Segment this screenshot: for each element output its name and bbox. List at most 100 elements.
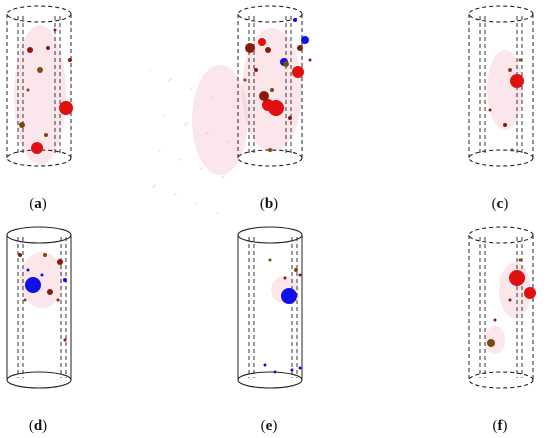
- stray-dot-33: [200, 168, 202, 170]
- particle-c-0: [510, 74, 524, 88]
- stray-dot-28: [195, 203, 197, 205]
- stray-dot-15: [164, 114, 166, 116]
- particle-e-5: [273, 370, 277, 374]
- stray-dot-38: [205, 133, 207, 135]
- particle-b-8: [262, 99, 274, 111]
- particle-a-9: [26, 88, 30, 92]
- particle-f-3: [508, 298, 512, 302]
- particle-e-0: [281, 288, 297, 304]
- particle-a-5: [31, 142, 43, 154]
- particle-b-11: [254, 68, 258, 72]
- caption-a: (a): [29, 196, 47, 212]
- particle-d-7: [40, 273, 44, 277]
- particle-d-1: [57, 259, 63, 265]
- stray-dot-4: [207, 131, 209, 133]
- stray-dot-17: [238, 70, 240, 72]
- particle-e-3: [298, 273, 302, 277]
- particle-d-4: [43, 253, 47, 257]
- particle-a-4: [19, 122, 25, 128]
- stray-dot-25: [174, 194, 176, 196]
- particle-b-2: [265, 47, 271, 53]
- stray-dot-39: [152, 186, 154, 188]
- particle-d-0: [25, 277, 41, 293]
- stray-dot-18: [185, 123, 187, 125]
- stray-dot-19: [222, 176, 224, 178]
- particle-d-5: [63, 278, 67, 282]
- particle-b-13: [293, 18, 297, 22]
- particle-e-2: [283, 276, 287, 280]
- particle-b-0: [245, 43, 255, 53]
- caption-e: (e): [260, 418, 278, 434]
- stray-dot-10: [159, 149, 161, 151]
- particle-f-1: [524, 287, 536, 299]
- stray-dot-2: [223, 175, 225, 177]
- stray-dot-26: [211, 97, 213, 99]
- particle-d-8: [56, 298, 60, 302]
- top-cap-d: [6, 226, 72, 244]
- particle-e-1: [294, 268, 298, 272]
- particle-e-7: [263, 363, 267, 367]
- stray-dot-32: [163, 115, 165, 117]
- stray-dot-1: [186, 122, 188, 124]
- stray-dot-31: [216, 212, 218, 214]
- stray-dot-27: [158, 150, 160, 152]
- particle-c-1: [508, 68, 512, 72]
- particle-a-2: [37, 67, 43, 73]
- particle-a-1: [46, 46, 50, 50]
- stray-dot-13: [180, 158, 182, 160]
- top-cap-b: [237, 5, 303, 23]
- particle-d-2: [47, 289, 53, 295]
- particle-d-6: [26, 268, 30, 272]
- particle-f-5: [493, 318, 497, 322]
- particle-b-1: [258, 38, 266, 46]
- stray-dot-0: [149, 69, 151, 71]
- bottom-cap-d: [6, 371, 72, 389]
- bottom-cap-e: [237, 371, 303, 389]
- particle-c-4: [488, 108, 492, 112]
- particle-b-4: [301, 36, 309, 44]
- particle-b-9: [259, 91, 269, 101]
- bottom-cap-a: [6, 149, 72, 167]
- stray-dot-36: [221, 177, 223, 179]
- particle-d-9: [23, 298, 27, 302]
- particle-f-0: [509, 270, 525, 286]
- particle-b-17: [308, 58, 312, 62]
- particle-b-10: [283, 61, 289, 67]
- particle-e-4: [268, 258, 272, 262]
- caption-c: (c): [491, 196, 509, 212]
- particle-b-16: [243, 78, 247, 82]
- particle-b-14: [268, 148, 272, 152]
- haze-d-0: [20, 252, 64, 308]
- particle-b-15: [288, 116, 292, 120]
- haze-f-1: [485, 326, 505, 354]
- haze-c-0: [487, 50, 523, 130]
- stray-dot-6: [191, 87, 193, 89]
- stray-dot-21: [206, 132, 208, 134]
- stray-dot-29: [232, 106, 234, 108]
- particle-c-2: [503, 123, 507, 127]
- particle-d-10: [63, 338, 67, 342]
- particle-e-8: [298, 366, 302, 370]
- stray-dot-30: [179, 159, 181, 161]
- particle-c-3: [518, 58, 522, 62]
- stray-dot-24: [227, 141, 229, 143]
- bottom-cap-f: [468, 371, 534, 389]
- particle-a-3: [59, 101, 73, 115]
- stray-dot-3: [170, 78, 172, 80]
- stray-dot-5: [154, 184, 156, 186]
- particle-b-3: [297, 45, 303, 51]
- stray-dot-22: [153, 185, 155, 187]
- particle-a-7: [44, 133, 48, 137]
- caption-f: (f): [492, 418, 508, 434]
- caption-b: (b): [259, 196, 279, 212]
- particle-a-6: [68, 58, 72, 62]
- particle-d-3: [18, 253, 22, 257]
- stray-dot-23: [190, 88, 192, 90]
- stray-dot-9: [212, 96, 214, 98]
- caption-d: (d): [28, 418, 48, 434]
- stray-dot-12: [233, 105, 235, 107]
- top-cap-f: [468, 226, 534, 244]
- particle-e-6: [290, 368, 294, 372]
- haze-b-1: [192, 65, 248, 175]
